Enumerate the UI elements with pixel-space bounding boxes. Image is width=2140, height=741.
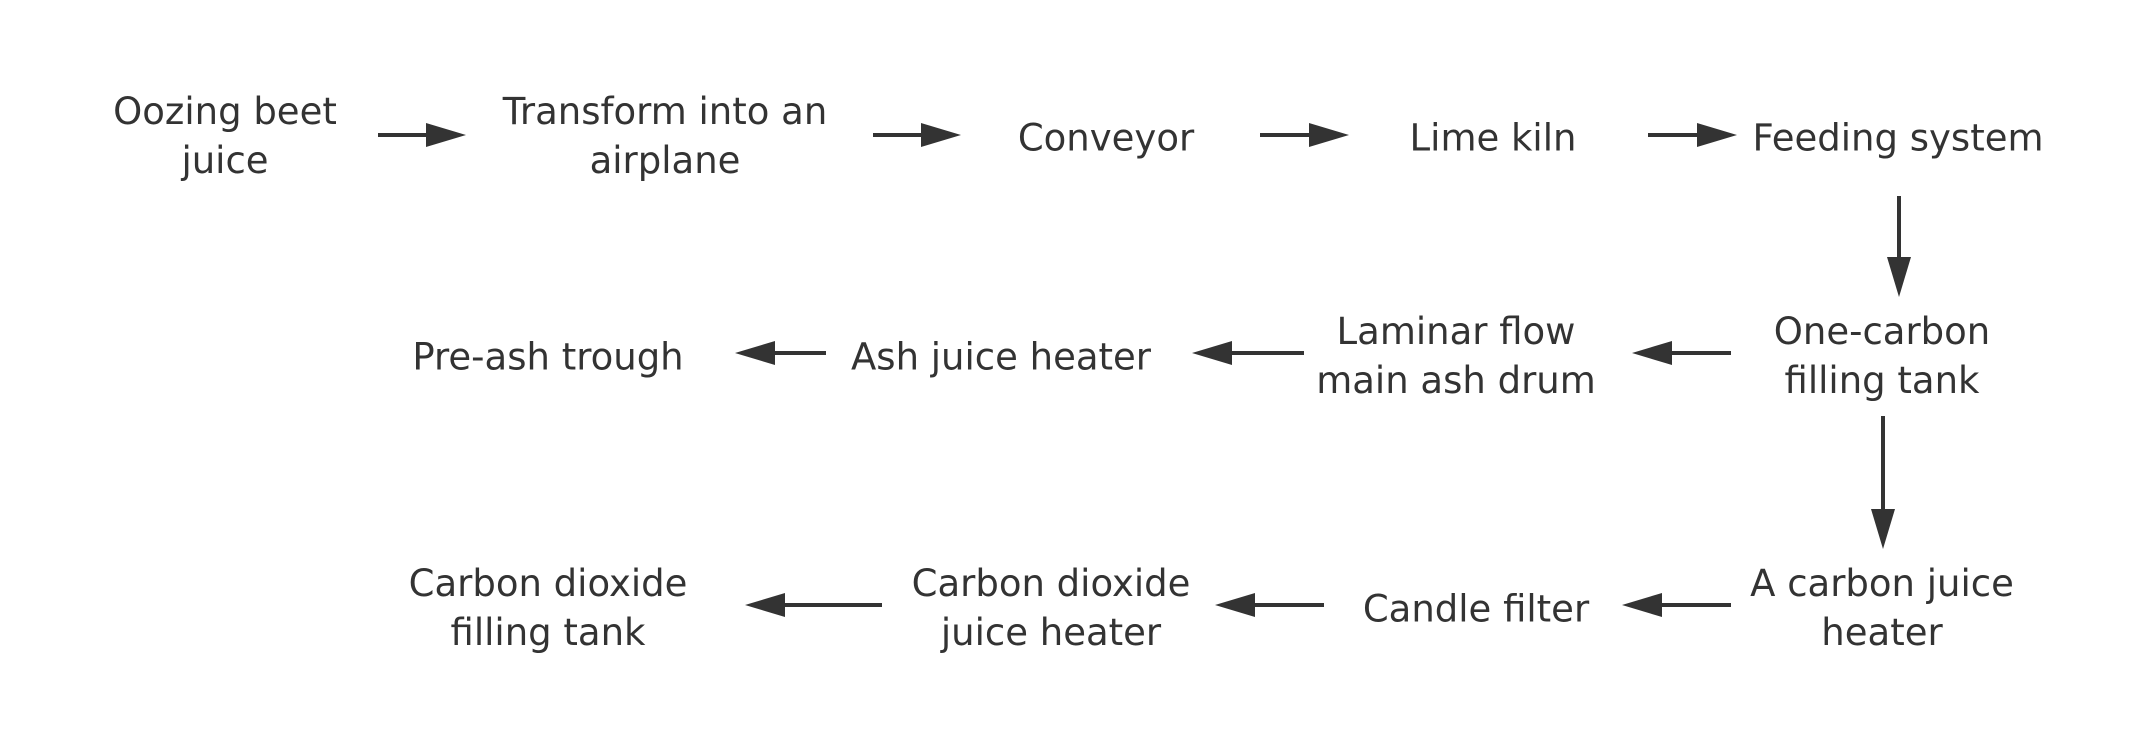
arrow-one-carbon-filling-tank-to-a-carbon-juice-heater [1871, 416, 1895, 549]
node-label-line: One-carbon [1773, 310, 1991, 353]
node-ash-juice-heater: Ash juice heater [851, 333, 1151, 382]
node-label-line: main ash drum [1316, 359, 1596, 402]
arrow-feeding-system-to-one-carbon-filling-tank [1887, 196, 1911, 297]
arrow-head [1697, 123, 1737, 147]
arrow-head [1622, 593, 1662, 617]
arrow-a-carbon-juice-heater-to-candle-filter [1622, 593, 1731, 617]
node-carbon-dioxide-juice-heater: Carbon dioxide juice heater [912, 559, 1191, 657]
node-pre-ash-trough: Pre-ash trough [412, 333, 683, 382]
node-label-line: Candle filter [1362, 587, 1590, 631]
arrow-laminar-flow-main-ash-drum-to-ash-juice-heater [1192, 341, 1304, 365]
node-label-line: A carbon juice [1750, 562, 2014, 605]
arrow-carbon-dioxide-juice-heater-to-carbon-dioxide-filling-tank [745, 593, 882, 617]
arrow-one-carbon-filling-tank-to-laminar-flow-main-ash-drum [1632, 341, 1731, 365]
node-transform-into-airplane: Transform into an airplane [503, 87, 828, 185]
arrow-conveyor-to-lime-kiln [1260, 123, 1349, 147]
arrow-head [921, 123, 961, 147]
node-label-line: juice heater [940, 611, 1162, 654]
arrow-head [1871, 509, 1895, 549]
arrow-head [1887, 257, 1911, 297]
node-label-line: airplane [589, 139, 741, 182]
node-carbon-dioxide-filling-tank: Carbon dioxide filling tank [409, 559, 688, 657]
arrow-ash-juice-heater-to-pre-ash-trough [735, 341, 826, 365]
arrow-head [1309, 123, 1349, 147]
node-label-line: Laminar flow [1336, 310, 1576, 353]
node-feeding-system: Feeding system [1752, 114, 2043, 163]
arrow-head [426, 123, 466, 147]
node-label-line: juice [181, 139, 269, 182]
arrow-head [1632, 341, 1672, 365]
node-laminar-flow-main-ash-drum: Laminar flow main ash drum [1316, 307, 1596, 405]
node-label-line: Transform into an [502, 90, 828, 133]
node-label-line: filling tank [1784, 359, 1980, 402]
arrow-candle-filter-to-carbon-dioxide-juice-heater [1215, 593, 1324, 617]
node-label-line: Pre-ash trough [412, 335, 684, 379]
node-label-line: heater [1821, 611, 1943, 654]
arrow-head [1192, 341, 1232, 365]
arrow-oozing-beet-juice-to-transform-into-airplane [378, 123, 466, 147]
node-label-line: Conveyor [1017, 116, 1195, 160]
node-oozing-beet-juice: Oozing beet juice [113, 87, 337, 185]
node-label-line: Ash juice heater [850, 335, 1152, 379]
node-label-line: Carbon dioxide [408, 562, 688, 605]
arrow-head [735, 341, 775, 365]
node-label-line: Carbon dioxide [911, 562, 1191, 605]
node-one-carbon-filling-tank: One-carbon filling tank [1774, 307, 1991, 405]
node-label-line: Lime kiln [1409, 116, 1577, 160]
node-label-line: Oozing beet [113, 90, 337, 133]
arrow-transform-into-airplane-to-conveyor [873, 123, 961, 147]
node-label-line: filling tank [450, 611, 646, 654]
node-conveyor: Conveyor [1018, 114, 1194, 163]
arrow-head [745, 593, 785, 617]
node-candle-filter: Candle filter [1363, 585, 1589, 634]
arrow-lime-kiln-to-feeding-system [1648, 123, 1737, 147]
node-a-carbon-juice-heater: A carbon juice heater [1750, 559, 2014, 657]
node-lime-kiln: Lime kiln [1410, 114, 1577, 163]
node-label-line: Feeding system [1752, 116, 2044, 160]
arrow-head [1215, 593, 1255, 617]
